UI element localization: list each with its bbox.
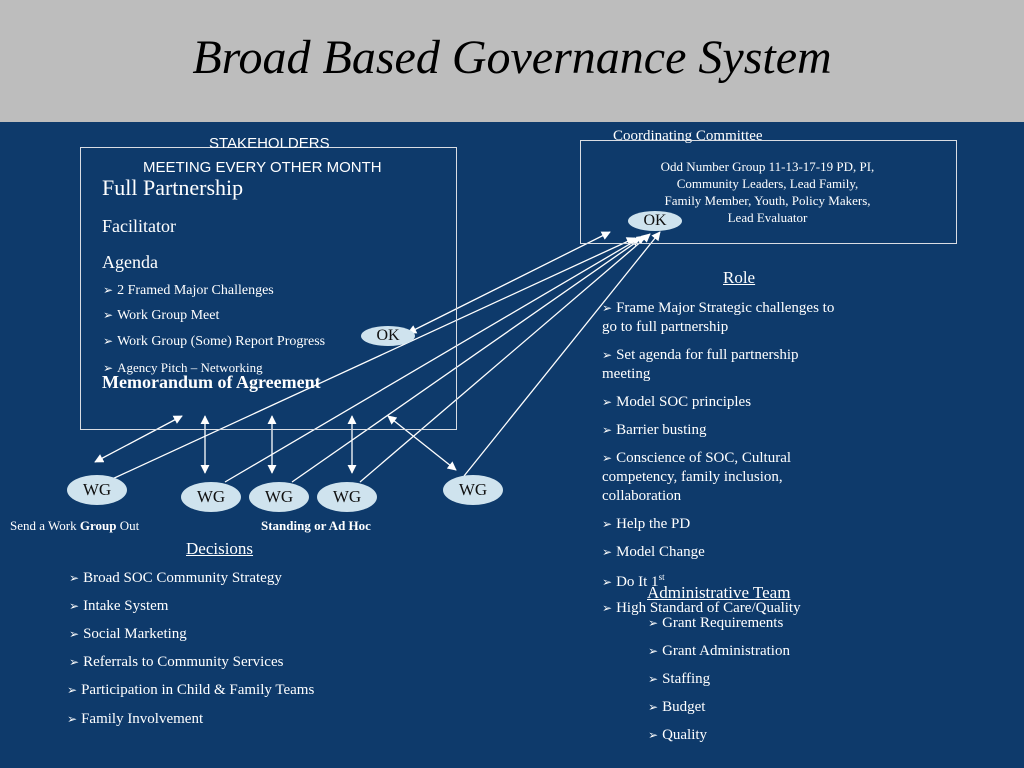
work-group-oval: WG <box>317 482 377 512</box>
admin-item: Grant Administration <box>648 643 790 660</box>
role-heading: Role <box>723 268 756 287</box>
title-banner <box>0 0 1024 122</box>
arrow-wg4-to-committee <box>359 233 651 483</box>
arrow-wg3-to-committee <box>291 235 646 483</box>
arrow-wg5-to-box <box>387 415 457 471</box>
role-item: Do It 1st <box>602 572 665 591</box>
committee-members-line: Lead Evaluator <box>727 210 808 225</box>
agenda-label: Agenda <box>102 252 158 272</box>
agenda-item: 2 Framed Major Challenges <box>103 283 274 299</box>
page-title: Broad Based Governance System <box>192 31 832 84</box>
work-group-oval: WG <box>443 475 503 505</box>
standing-caption: Standing or Ad Hoc <box>261 518 371 533</box>
caption-bold-text: Group <box>79 518 117 533</box>
role-item: Frame Major Strategic challenges to <box>602 300 834 317</box>
committee-members-line: Community Leaders, Lead Family, <box>676 176 859 191</box>
facilitator-label: Facilitator <box>102 216 176 236</box>
work-group-oval: WG <box>67 475 127 505</box>
send-work-group-caption: Send a Work Group Out <box>10 518 139 534</box>
caption-text: Out <box>116 518 140 533</box>
agenda-item: Work Group Meet <box>103 308 219 324</box>
decisions-heading: Decisions <box>186 539 254 558</box>
role-item: High Standard of Care/Quality <box>602 600 801 617</box>
role-item: Model Change <box>602 544 705 561</box>
administrative-team-heading: Administrative Team <box>647 583 791 602</box>
committee-members-line: Odd Number Group 11-13-17-19 PD, PI, <box>660 159 875 174</box>
decision-item: Referrals to Community Services <box>69 654 283 671</box>
role-item-superscript: st <box>658 572 665 582</box>
decision-item: Participation in Child & Family Teams <box>67 682 314 699</box>
meeting-frequency: MEETING EVERY OTHER MONTH <box>143 159 382 176</box>
ok-oval-stakeholders: OK <box>361 326 415 346</box>
decision-item: Family Involvement <box>67 711 203 728</box>
role-item-continued: meeting <box>602 366 651 382</box>
arrow-ok-to-committee <box>407 231 611 334</box>
caption-text: Send a Work <box>10 518 80 533</box>
decision-item: Intake System <box>69 598 168 615</box>
role-item-text: Do It 1 <box>616 574 659 590</box>
ok-oval-committee: OK <box>628 211 682 231</box>
arrow-wg1-to-committee <box>109 237 636 481</box>
role-item: Help the PD <box>602 516 690 533</box>
arrow-wg5-to-committee <box>463 231 661 477</box>
stakeholders-heading: STAKEHOLDERS <box>209 135 330 152</box>
work-group-oval: WG <box>249 482 309 512</box>
role-item: Model SOC principles <box>602 394 751 411</box>
full-partnership-label: Full Partnership <box>102 175 244 200</box>
admin-item: Quality <box>648 727 707 744</box>
committee-members-line: Family Member, Youth, Policy Makers, <box>664 193 871 208</box>
admin-item: Budget <box>648 699 705 716</box>
role-item: Set agenda for full partnership <box>602 347 798 364</box>
agenda-item: Work Group (Some) Report Progress <box>103 334 325 350</box>
role-item: Barrier busting <box>602 422 706 439</box>
decision-item: Broad SOC Community Strategy <box>69 570 282 587</box>
stakeholders-box <box>80 147 457 430</box>
arrow-wg2-to-committee <box>224 237 641 483</box>
admin-item: Grant Requirements <box>648 615 783 632</box>
admin-item: Staffing <box>648 671 710 688</box>
agenda-item: Agency Pitch – Networking <box>103 360 263 376</box>
decision-item: Social Marketing <box>69 626 187 643</box>
role-item-continued: collaboration <box>602 488 682 504</box>
role-item-continued: go to full partnership <box>602 319 729 335</box>
role-item-continued: competency, family inclusion, <box>602 469 783 485</box>
arrow-wg1-to-box <box>94 415 183 463</box>
coordinating-committee-box <box>580 140 957 244</box>
role-item: Conscience of SOC, Cultural <box>602 450 791 467</box>
work-group-oval: WG <box>181 482 241 512</box>
memorandum-label: Memorandum of Agreement <box>102 372 321 392</box>
